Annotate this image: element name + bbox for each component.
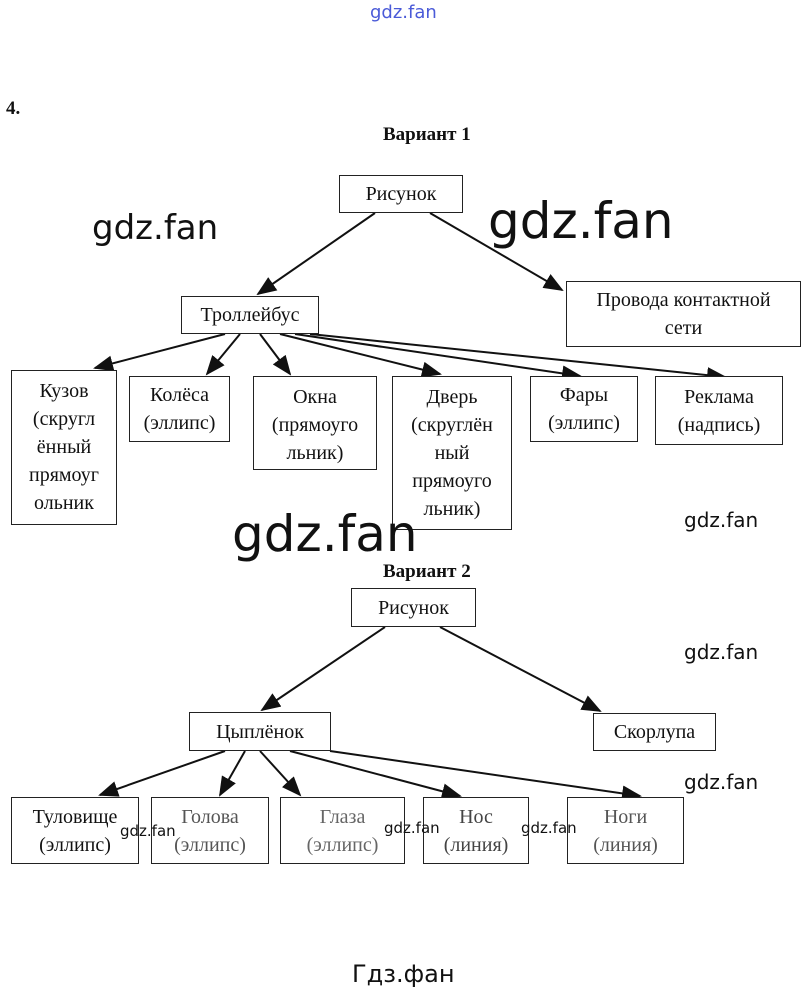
legs-box: Ноги (линия) [567,797,684,864]
door-box: Дверь (скруглён ный прямоуго льник) [392,376,512,530]
shell-box: Скорлупа [593,713,716,751]
arrow [259,333,292,376]
watermark: gdz.fan [488,192,674,250]
task-number: 4. [6,98,21,119]
arrow [289,750,462,800]
watermark: gdz.fan [232,505,418,563]
arrow [309,333,727,384]
v1-root-box: Рисунок [339,175,463,213]
arrow [259,750,302,797]
arrow [279,333,442,378]
arrow [205,333,241,376]
watermark: gdz.fan [684,770,759,794]
watermark: Гдз.фан [352,960,455,988]
watermark: gdz.fan [684,508,759,532]
watermark: gdz.fan [370,2,437,23]
arrow [93,333,226,372]
wires-box: Провода контактной сети [566,281,801,347]
arrow [256,212,376,296]
arrow [98,750,226,797]
nose-box: Нос (линия) [423,797,529,864]
trolleybus-box: Троллейбус [181,296,319,334]
variant1-title: Вариант 1 [383,124,471,145]
wheels-box: Колёса (эллипс) [129,376,230,442]
arrow [439,626,602,712]
watermark: gdz.fan [521,819,577,837]
arrow [429,212,564,292]
v2-root-box: Рисунок [351,588,476,627]
eyes-box: Глаза (эллипс) [280,797,405,864]
arrow [219,750,246,797]
chick-box: Цыплёнок [189,712,331,751]
arrow [294,333,582,382]
body-box: Кузов (скругл ённый прямоуг ольник [11,370,117,525]
watermark: gdz.fan [92,208,219,248]
watermark: gdz.fan [384,819,440,837]
headlights-box: Фары (эллипс) [530,376,638,442]
arrow [260,626,386,712]
watermark: gdz.fan [120,822,176,840]
head-box: Голова (эллипс) [151,797,269,864]
watermark: gdz.fan [684,640,759,664]
windows-box: Окна (прямоуго льник) [253,376,377,470]
arrow [329,750,642,802]
torso-box: Туловище (эллипс) [11,797,139,864]
ad-box: Реклама (надпись) [655,376,783,445]
variant2-title: Вариант 2 [383,561,471,582]
